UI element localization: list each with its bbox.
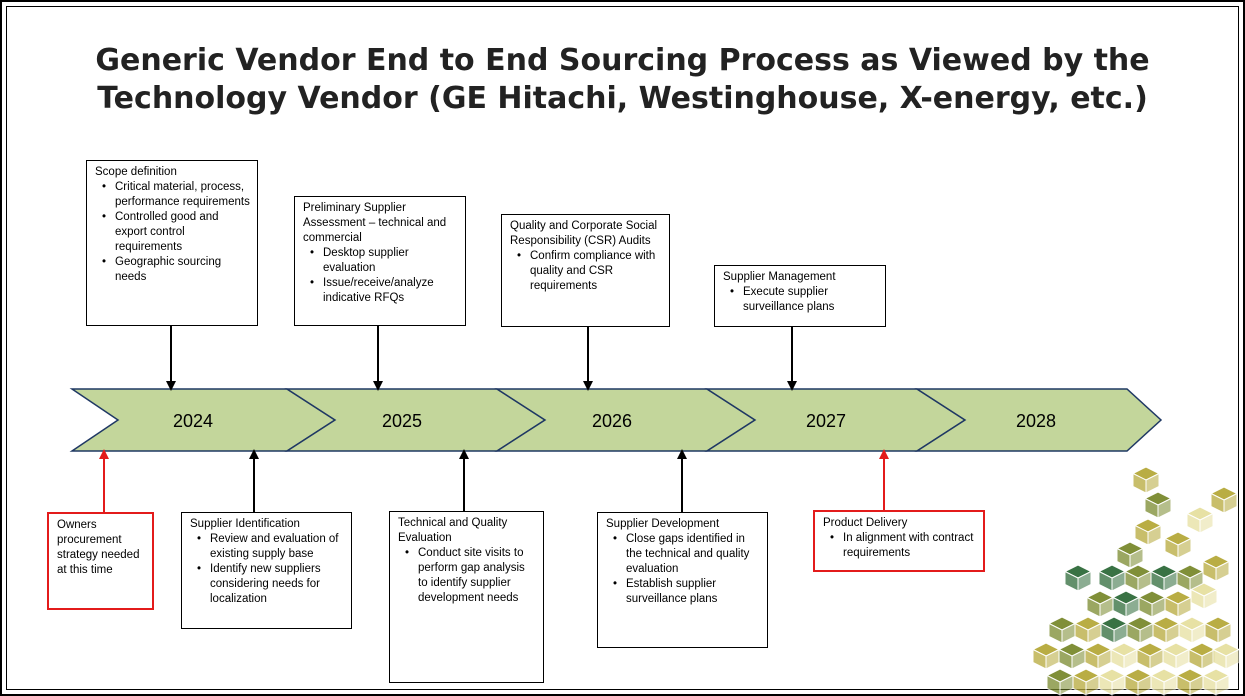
- box-bullet: Conduct site visits to perform gap analy…: [405, 546, 537, 606]
- box-bullet: Establish supplier surveillance plans: [613, 577, 761, 607]
- box-technical-quality-evaluation: Technical and Quality Evaluation Conduct…: [389, 511, 544, 683]
- box-bullet: Issue/receive/analyze indicative RFQs: [310, 276, 459, 306]
- cube-face: [1199, 512, 1214, 534]
- box-bullet: Controlled good and export control requi…: [102, 210, 251, 255]
- cube-face: [1215, 674, 1230, 696]
- year-label-2025: 2025: [382, 411, 422, 431]
- cube-face: [1157, 497, 1172, 519]
- box-bullet: Execute supplier surveillance plans: [730, 285, 879, 315]
- cube-face: [1223, 492, 1238, 514]
- box-bullet: Critical material, process, performance …: [102, 180, 251, 210]
- box-product-delivery: Product Delivery In alignment with contr…: [813, 510, 985, 572]
- year-label-2026: 2026: [592, 411, 632, 431]
- box-heading: Supplier Development: [606, 518, 720, 530]
- box-supplier-identification: Supplier Identification Review and evalu…: [181, 512, 352, 629]
- year-label-2027: 2027: [806, 411, 846, 431]
- box-heading: Technical and Quality Evaluation: [398, 517, 508, 544]
- box-bullet: Confirm compliance with quality and CSR …: [517, 249, 663, 294]
- cube-face: [1129, 547, 1144, 569]
- box-heading: Product Delivery: [823, 517, 908, 529]
- year-label-2028: 2028: [1016, 411, 1056, 431]
- box-bullet: Close gaps identified in the technical a…: [613, 532, 761, 577]
- box-heading: Supplier Management: [723, 271, 836, 283]
- cube-pattern-decoration: [1031, 466, 1241, 696]
- box-quality-csr-audits: Quality and Corporate Social Responsibil…: [501, 214, 670, 327]
- box-heading: Scope definition: [95, 166, 177, 178]
- box-supplier-development: Supplier Development Close gaps identifi…: [597, 512, 768, 648]
- box-bullet: Identify new suppliers considering needs…: [197, 562, 345, 607]
- cube-face: [1145, 472, 1160, 494]
- cube-face: [1147, 524, 1162, 546]
- box-bullet: Review and evaluation of existing supply…: [197, 532, 345, 562]
- chevron-2028: [914, 388, 1163, 452]
- cube-face: [1177, 537, 1192, 559]
- cube-face: [1215, 560, 1230, 582]
- cube-face: [1177, 596, 1192, 618]
- box-bullet: Desktop supplier evaluation: [310, 246, 459, 276]
- cube-face: [1225, 648, 1240, 670]
- box-heading: Quality and Corporate Social Responsibil…: [510, 220, 658, 247]
- cube-face: [1077, 570, 1092, 592]
- box-bullet: In alignment with contract requirements: [830, 531, 977, 561]
- slide-title: Generic Vendor End to End Sourcing Proce…: [95, 43, 1150, 116]
- box-preliminary-supplier-assessment: Preliminary Supplier Assessment – techni…: [294, 196, 466, 326]
- slide-inner-border: [6, 6, 1239, 690]
- box-supplier-management: Supplier Management Execute supplier sur…: [714, 265, 886, 327]
- box-heading: Preliminary Supplier Assessment – techni…: [303, 202, 447, 244]
- cube-face: [1217, 622, 1232, 644]
- cube-face: [1203, 588, 1218, 610]
- box-bullet: Geographic sourcing needs: [102, 255, 251, 285]
- box-scope-definition: Scope definition Critical material, proc…: [86, 160, 258, 326]
- box-heading: Supplier Identification: [190, 518, 300, 530]
- year-label-2024: 2024: [173, 411, 213, 431]
- box-owners-procurement-strategy: Owners procurement strategy needed at th…: [47, 512, 154, 610]
- box-heading: Owners procurement strategy needed at th…: [57, 519, 140, 576]
